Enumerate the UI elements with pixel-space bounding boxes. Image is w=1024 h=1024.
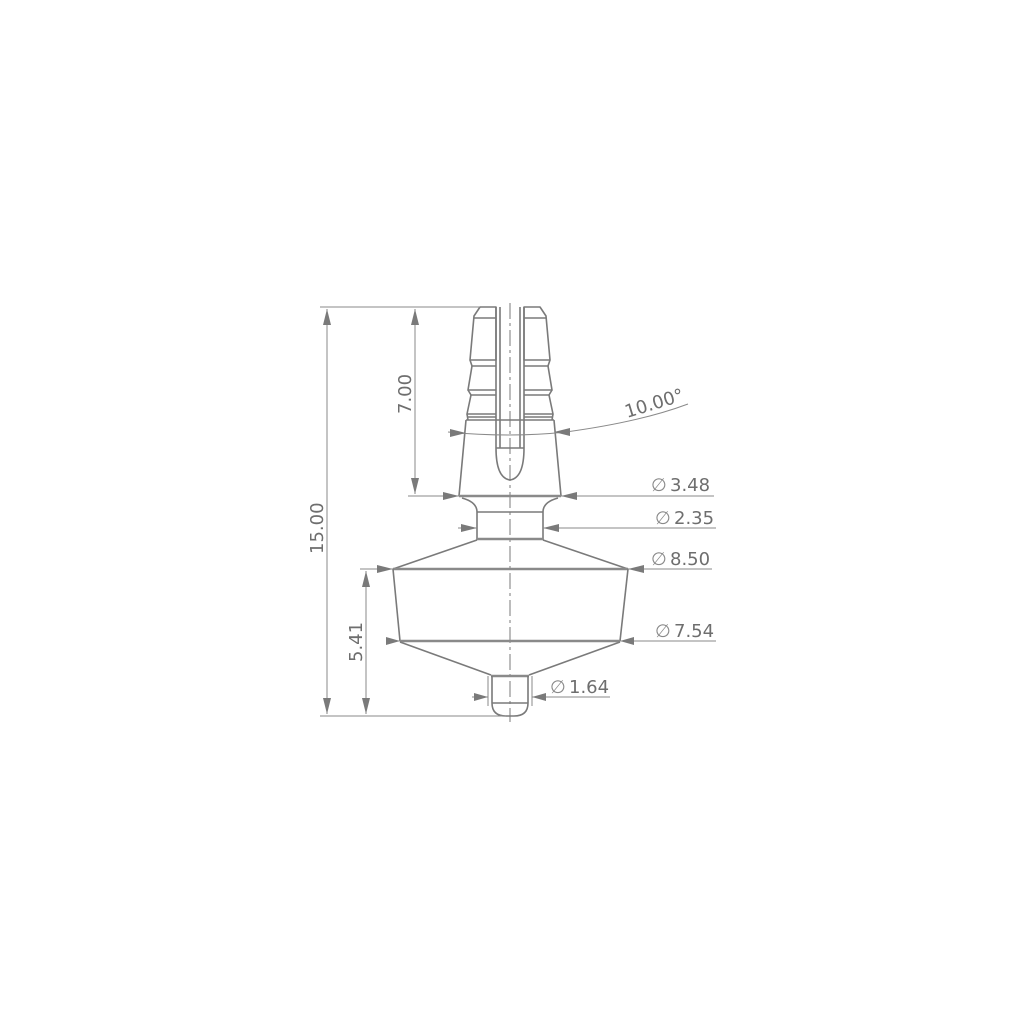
arrow-right-icon [450,429,466,437]
bottom-nub [491,676,529,717]
lower-cone [399,641,621,678]
upper-cone [392,539,629,571]
arrow-left-icon [620,637,634,645]
arrow-left-icon [561,492,577,500]
dim-dia-2-35: ∅ 2.35 [458,508,716,532]
dim-label-3-48: 3.48 [670,475,710,496]
main-body [392,568,629,643]
dim-dia-3-48: ∅ 3.48 [440,475,714,500]
dim-label-15-00: 15.00 [307,502,328,554]
diameter-symbol-icon: ∅ [655,508,671,529]
arrow-down-icon [362,698,370,714]
dim-dia-7-54: ∅ 7.54 [386,621,716,645]
arrow-left-icon [628,565,644,573]
neck [461,497,559,541]
dim-label-10-degrees: 10.00° [622,385,686,423]
dim-label-7-00: 7.00 [395,374,416,414]
dim-overall-height: 15.00 [307,306,506,717]
arrow-left-icon [532,693,546,701]
arrow-up-icon [411,309,419,325]
dim-label-2-35: 2.35 [674,508,714,529]
arrow-left-icon [543,524,559,532]
dim-label-1-64: 1.64 [569,677,609,698]
diameter-symbol-icon: ∅ [651,475,667,496]
dim-tip-length: 7.00 [395,309,459,497]
arrow-down-icon [323,698,331,714]
dim-dia-1-64: ∅ 1.64 [472,676,610,706]
arrow-up-icon [323,309,331,325]
dim-taper-angle: 10.00° [447,385,689,437]
arrow-right-icon [377,565,393,573]
diameter-symbol-icon: ∅ [655,621,671,642]
arrow-down-icon [411,478,419,494]
dim-label-5-41: 5.41 [346,622,367,662]
arrow-up-icon [362,571,370,587]
diameter-symbol-icon: ∅ [651,549,667,570]
dim-label-7-54: 7.54 [674,621,714,642]
arrow-right-icon [474,693,488,701]
right-prong [523,306,554,421]
arrow-right-icon [443,492,459,500]
arrow-right-icon [461,524,477,532]
dim-label-8-50: 8.50 [670,549,710,570]
arrow-right-icon [386,637,400,645]
diameter-symbol-icon: ∅ [550,677,566,698]
dim-dia-8-50: ∅ 8.50 [377,549,712,573]
arrow-left-icon [554,428,570,436]
dim-lower-body-height: 5.41 [346,568,393,714]
left-prong [466,306,497,421]
